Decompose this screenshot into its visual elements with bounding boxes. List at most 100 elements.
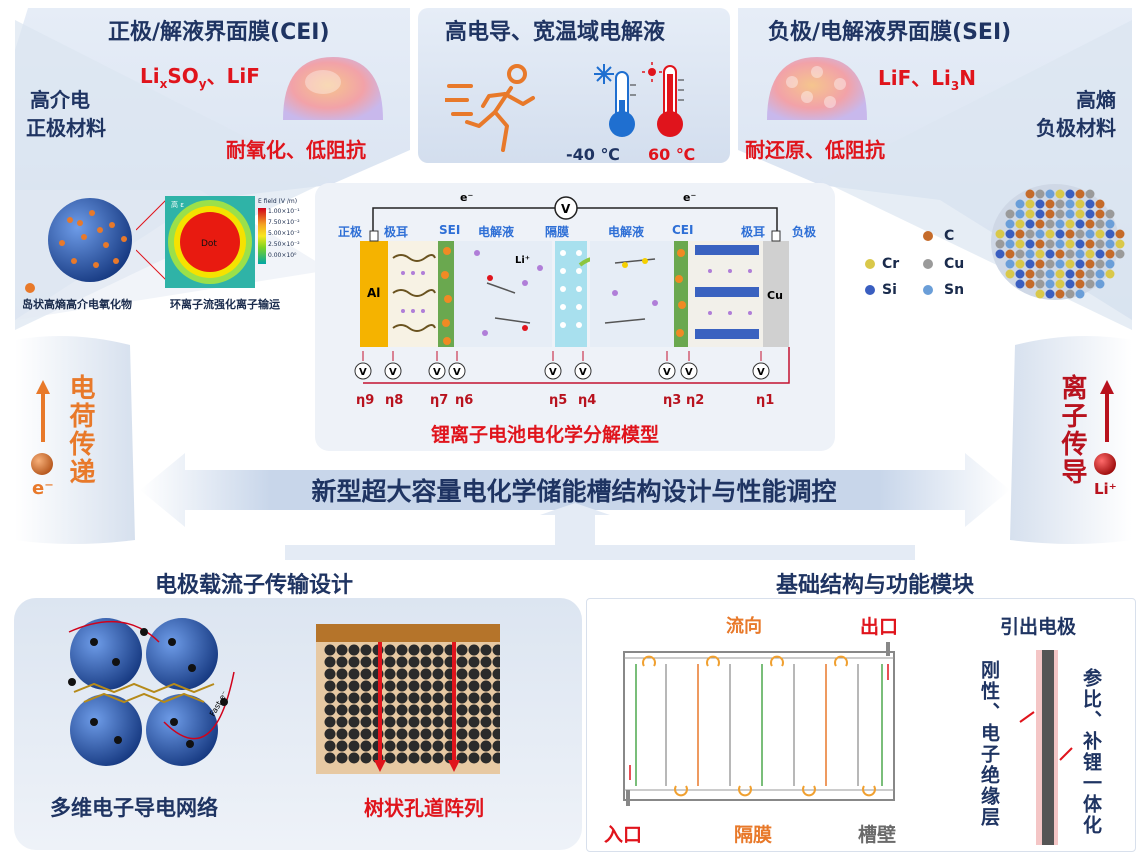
atom xyxy=(1045,279,1055,289)
pore xyxy=(432,740,444,752)
pore xyxy=(324,740,336,752)
sun-icon xyxy=(642,62,662,82)
pore xyxy=(420,680,432,692)
pore xyxy=(480,656,492,668)
atom xyxy=(1095,249,1105,259)
atom xyxy=(1055,239,1065,249)
reference-layer-text: 参比、补锂一体化 xyxy=(1080,668,1102,836)
eta-3: η3 xyxy=(663,393,682,408)
legend-cu-icon xyxy=(923,259,933,269)
dot-label: Dot xyxy=(201,239,217,249)
pore xyxy=(360,728,372,740)
atom xyxy=(1065,279,1075,289)
electron-network: Fast e⁻ xyxy=(68,618,235,766)
atom xyxy=(1015,279,1025,289)
pore xyxy=(348,680,360,692)
layer-cei: CEI xyxy=(672,223,694,237)
atom xyxy=(1045,229,1055,239)
pore xyxy=(384,740,396,752)
atom xyxy=(1105,249,1115,259)
pore xyxy=(336,728,348,740)
pore xyxy=(456,728,468,740)
pore xyxy=(408,668,420,680)
charge-up-arrow xyxy=(36,380,50,442)
atom xyxy=(1025,199,1035,209)
atom xyxy=(1115,229,1125,239)
cathode-caption-2: 环离子流强化离子输运 xyxy=(170,298,280,311)
pore xyxy=(408,752,420,764)
cei-property: 耐氧化、低阻抗 xyxy=(226,138,366,162)
anode-legend: C Cr Cu Si Sn xyxy=(862,226,982,306)
atom xyxy=(1075,209,1085,219)
voltmeter-icon xyxy=(384,362,402,380)
atom xyxy=(1055,259,1065,269)
atom xyxy=(1025,209,1035,219)
atom xyxy=(1075,219,1085,229)
atom xyxy=(1025,229,1035,239)
atom xyxy=(1025,259,1035,269)
atom xyxy=(1025,249,1035,259)
pore xyxy=(324,692,336,704)
atom xyxy=(1045,219,1055,229)
pore xyxy=(492,704,500,716)
pore xyxy=(480,740,492,752)
atom xyxy=(1055,279,1065,289)
electron-carrier: e⁻ xyxy=(32,478,54,499)
pore xyxy=(456,716,468,728)
pore xyxy=(492,716,500,728)
pore xyxy=(468,692,480,704)
anode-title: 高熵 负极材料 xyxy=(1036,88,1116,140)
network-label: 多维电子导电网络 xyxy=(50,796,218,820)
pore xyxy=(480,728,492,740)
sei-title: 负极/电解液界面膜(SEI) xyxy=(768,20,1012,45)
atom xyxy=(1065,259,1075,269)
layer-electrolyte-right: 电解液 xyxy=(608,225,645,239)
efield-map: 高 ε Dot xyxy=(165,196,255,288)
atom xyxy=(1035,289,1045,299)
voltmeter-icon xyxy=(574,362,592,380)
lead-electrode-label: 引出电极 xyxy=(1000,616,1077,638)
electrolyte-title: 高电导、宽温域电解液 xyxy=(445,20,666,45)
eta-1: η1 xyxy=(756,393,775,408)
eta-8: η8 xyxy=(385,393,404,408)
pore xyxy=(348,704,360,716)
pore xyxy=(348,656,360,668)
atom xyxy=(1055,189,1065,199)
temp-high: 60 ℃ xyxy=(648,145,696,164)
atom xyxy=(1065,269,1075,279)
pore xyxy=(468,680,480,692)
atom xyxy=(1065,199,1075,209)
atom xyxy=(1065,209,1075,219)
atom xyxy=(1015,229,1025,239)
pore xyxy=(336,668,348,680)
atom xyxy=(1085,259,1095,269)
pore xyxy=(432,668,444,680)
pore xyxy=(408,704,420,716)
voltmeter-icon xyxy=(680,362,698,380)
al-electrode xyxy=(360,241,388,347)
pore xyxy=(324,644,336,656)
pore xyxy=(468,704,480,716)
efield-inset-label: 高 ε xyxy=(171,200,184,209)
atom xyxy=(1095,259,1105,269)
voltmeter-icon xyxy=(658,362,676,380)
atom xyxy=(1015,239,1025,249)
pore xyxy=(432,680,444,692)
pore xyxy=(420,728,432,740)
pore xyxy=(348,752,360,764)
pore xyxy=(324,728,336,740)
zoom-lines xyxy=(136,200,166,280)
atom xyxy=(1115,239,1125,249)
banner-arrows xyxy=(140,453,1010,560)
layer-tab-left: 极耳 xyxy=(384,225,409,239)
pore xyxy=(480,680,492,692)
pore xyxy=(480,716,492,728)
atom xyxy=(1055,249,1065,259)
atom xyxy=(1095,219,1105,229)
pore xyxy=(384,656,396,668)
atom xyxy=(1055,269,1065,279)
pore xyxy=(384,752,396,764)
voltmeter-icon xyxy=(354,362,372,380)
efield-colorbar xyxy=(258,208,266,264)
atom xyxy=(1055,209,1065,219)
